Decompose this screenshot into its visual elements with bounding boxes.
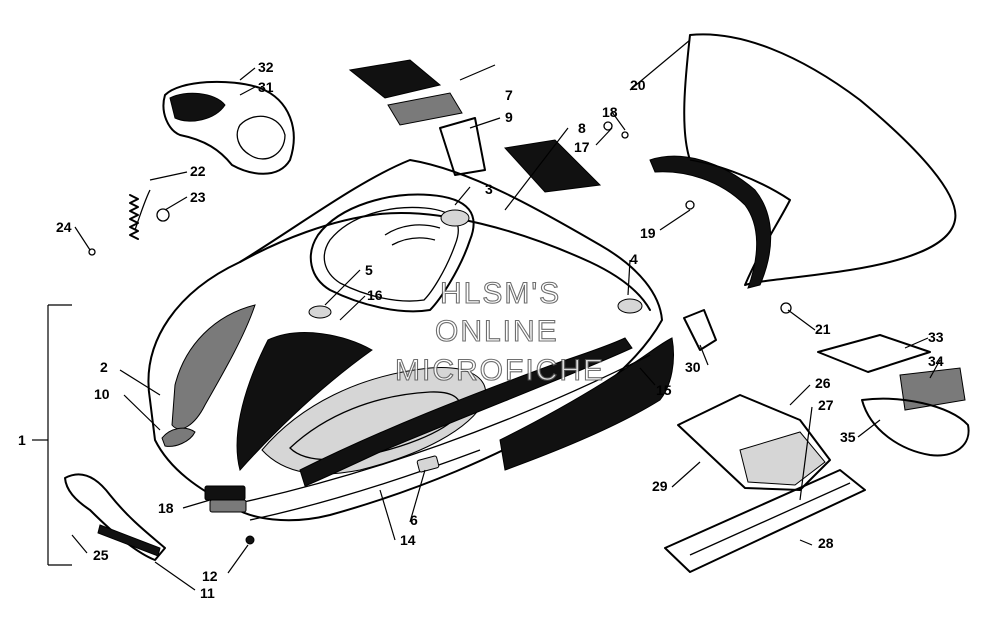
callout-15: 15 xyxy=(656,382,672,398)
fastener-21 xyxy=(780,302,792,314)
callout-19: 19 xyxy=(640,225,656,241)
bumper-body xyxy=(64,473,166,561)
windshield-opening xyxy=(309,193,475,313)
fastener-17 xyxy=(603,121,613,131)
side-panel-dark-left xyxy=(236,332,373,472)
callout-25: 25 xyxy=(93,547,109,563)
windshield-inner-edge xyxy=(689,159,791,201)
spring-ring xyxy=(156,208,170,222)
callout-8: 8 xyxy=(578,120,586,136)
callout-34: 34 xyxy=(928,353,944,369)
belly-pan-rib xyxy=(689,482,851,556)
belly-pan xyxy=(664,394,866,573)
console-cover xyxy=(162,80,295,175)
windshield-glass xyxy=(683,33,957,286)
vent-grille-4 xyxy=(617,298,643,314)
callout-3: 3 xyxy=(485,181,493,197)
bumper-trim xyxy=(97,524,161,557)
callout-4: 4 xyxy=(630,251,638,267)
panel-34 xyxy=(899,367,966,411)
fastener-19 xyxy=(685,200,695,210)
hood-bumper-line xyxy=(249,449,481,521)
callout-28: 28 xyxy=(818,535,834,551)
fastener-24 xyxy=(88,248,96,256)
watermark: HLSM'S ONLINE MICROFICHE xyxy=(394,276,605,387)
side-decal-right xyxy=(499,337,674,471)
callout-30: 30 xyxy=(685,359,701,375)
hood-outline xyxy=(147,159,663,522)
callout-18-front: 18 xyxy=(158,500,174,516)
windshield xyxy=(649,33,957,289)
console-cover-shape xyxy=(162,80,295,175)
decal-9 xyxy=(439,117,486,176)
belly-pan-lower xyxy=(664,469,866,573)
fastener-18 xyxy=(621,131,629,139)
callout-17: 17 xyxy=(574,139,590,155)
headlight-badge xyxy=(161,427,196,447)
callout-32: 32 xyxy=(258,59,274,75)
side-panels xyxy=(817,334,970,457)
callout-27: 27 xyxy=(818,397,834,413)
front-latch xyxy=(204,485,255,545)
callout-16: 16 xyxy=(367,287,383,303)
callout-20: 20 xyxy=(630,77,646,93)
latch-18 xyxy=(204,485,246,501)
hood-lower-trim xyxy=(229,354,651,506)
decal-7 xyxy=(348,59,442,99)
callout-29: 29 xyxy=(652,478,668,494)
callout-12: 12 xyxy=(202,568,218,584)
latch-screw-12 xyxy=(245,535,255,545)
callout-10: 10 xyxy=(94,386,110,402)
hood-decals xyxy=(348,59,602,193)
bracket-30 xyxy=(683,309,717,351)
vent-grille-3 xyxy=(440,209,470,227)
hood-assembly xyxy=(147,159,674,522)
callout-labels: 1 2 3 4 5 6 7 8 9 10 11 12 14 15 16 17 1… xyxy=(18,59,944,601)
callout-5: 5 xyxy=(365,262,373,278)
front-bumper xyxy=(64,473,166,561)
console-cover-ring xyxy=(236,115,286,160)
panel-33 xyxy=(817,334,931,373)
callout-6: 6 xyxy=(410,512,418,528)
decal-8 xyxy=(504,139,602,193)
callout-22: 22 xyxy=(190,163,206,179)
callout-9: 9 xyxy=(505,109,513,125)
callout-7: 7 xyxy=(505,87,513,103)
vent-grille-5 xyxy=(308,305,332,319)
decal-7-lower xyxy=(387,92,463,126)
callout-35: 35 xyxy=(840,429,856,445)
hood-recess-left xyxy=(171,304,256,430)
callout-31: 31 xyxy=(258,79,274,95)
console-cover-gauge xyxy=(169,92,226,122)
callout-21: 21 xyxy=(815,321,831,337)
callout-33: 33 xyxy=(928,329,944,345)
panel-35 xyxy=(861,397,970,457)
callout-2: 2 xyxy=(100,359,108,375)
hood-vent-arc-2 xyxy=(391,237,436,246)
hood-clip-6 xyxy=(416,455,440,473)
callout-24: 24 xyxy=(56,219,72,235)
spring-assembly xyxy=(129,189,170,240)
stripe-decal xyxy=(299,337,633,487)
callout-1: 1 xyxy=(18,432,26,448)
spring-coil xyxy=(129,194,139,240)
callout-23: 23 xyxy=(190,189,206,205)
callout-11: 11 xyxy=(200,585,215,601)
windshield-opening-inner xyxy=(323,206,459,302)
watermark-line-3: MICROFICHE xyxy=(395,354,605,387)
leader-lines xyxy=(32,39,941,591)
belly-pan-upper xyxy=(677,394,831,491)
latch-18-lower xyxy=(209,499,247,513)
spring-cable xyxy=(134,189,151,231)
watermark-line-1: HLSM'S xyxy=(440,277,561,310)
callout-14: 14 xyxy=(400,532,416,548)
callout-26: 26 xyxy=(815,375,831,391)
callout-18-top: 18 xyxy=(602,104,618,120)
hood-vent-arc xyxy=(384,224,441,236)
watermark-line-2: ONLINE xyxy=(435,315,559,348)
